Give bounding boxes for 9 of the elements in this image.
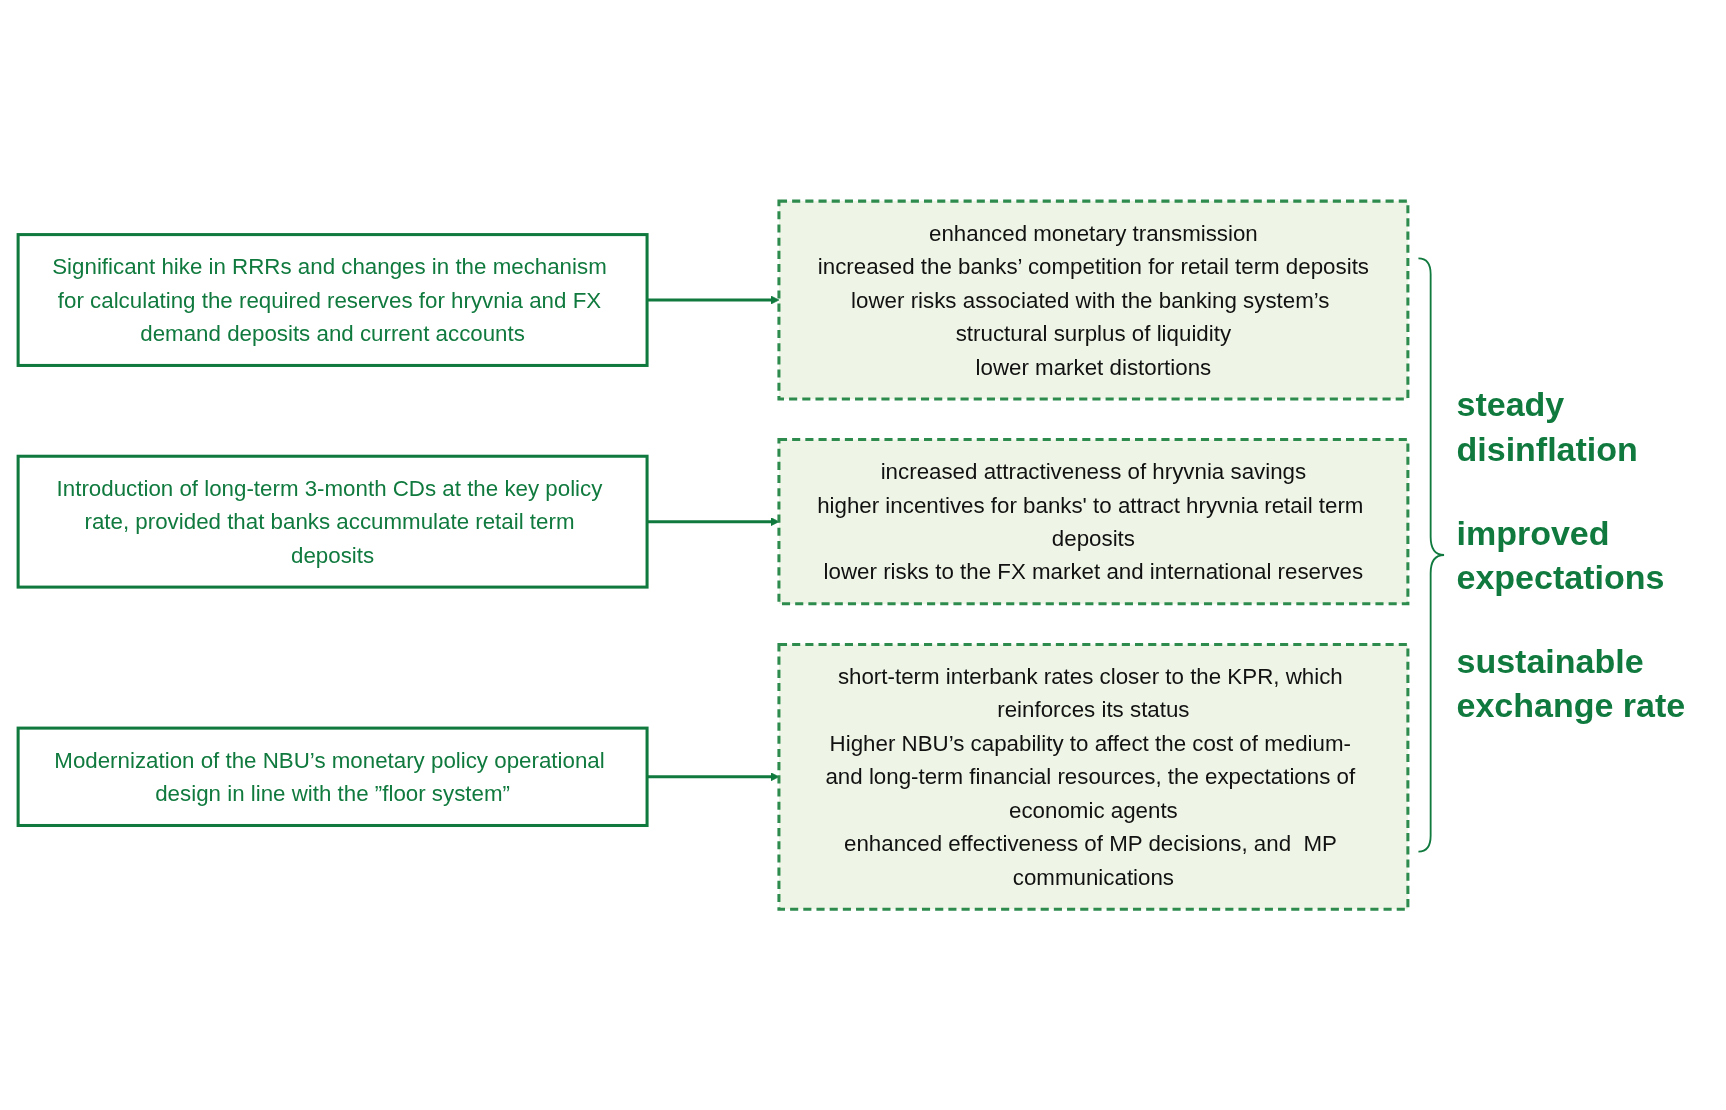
outcome-text: sustainable exchange rate: [1456, 641, 1687, 727]
node-box: Significant hike in RRRs and changes in the mechanism for calculating the required reserves for hryvnia and FX demand deposits and current accounts: [16, 232, 649, 367]
outcome-text: steady disinflation: [1456, 384, 1639, 470]
node-box: short-term interbank rates closer to the KPR, which reinforces its status Higher NBU’s capability to affect the cost of medium- and long-term financial resources, the expectations of economic agents enhanced effectiveness of MP decisions, and MP communications: [777, 642, 1410, 911]
outcome-text: improved expectations: [1456, 512, 1666, 598]
node-box: enhanced monetary transmission increased the banks’ competition for retail term deposits lower risks associated with the banking system’s structural surplus of liquidity lower market distortions: [777, 199, 1410, 401]
node-box: Introduction of long-term 3-month CDs at the key policy rate, provided that banks accummulate retail term deposits: [16, 454, 649, 589]
node-box: increased attractiveness of hryvnia savings higher incentives for banks' to attract hryvnia retail term deposits lower risks to the FX market and international reserves: [777, 437, 1410, 606]
node-box: Modernization of the NBU’s monetary policy operational design in line with the ”floor system”: [16, 726, 649, 827]
